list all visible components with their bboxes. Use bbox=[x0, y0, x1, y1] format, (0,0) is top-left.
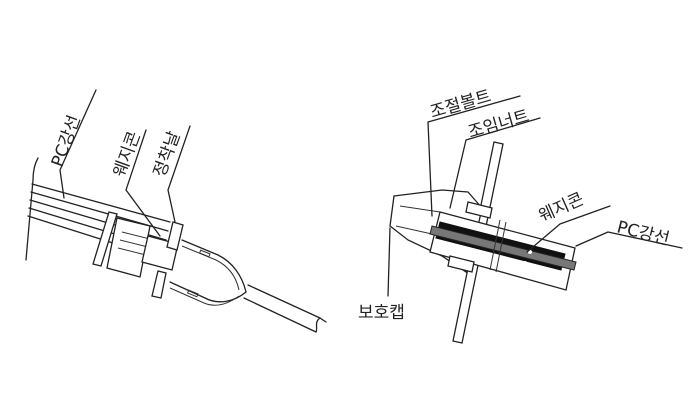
joint-nut-bottom bbox=[447, 255, 475, 273]
break-mark bbox=[315, 317, 327, 333]
label-adjust-bolt: 조절볼트 bbox=[428, 86, 494, 122]
label-wedge-cone-left: 웨지콘 bbox=[110, 129, 145, 180]
leader-joint-nut bbox=[449, 117, 541, 209]
duct-upper bbox=[181, 239, 247, 293]
anchor-wall-line bbox=[25, 157, 39, 261]
wedge-body bbox=[106, 217, 151, 278]
tendon-lower bbox=[243, 297, 317, 333]
label-fixing-plate: 정착날 bbox=[150, 128, 185, 179]
label-pc-strand-left: PC강선 bbox=[48, 113, 85, 170]
label-joint-nut: 조임너트 bbox=[466, 106, 532, 142]
leader-strand bbox=[59, 89, 97, 199]
leader-pc-strand-right bbox=[575, 231, 683, 249]
fixing-plate-top bbox=[166, 221, 184, 251]
leader-wedge-cone bbox=[125, 129, 161, 237]
label-protective-cap: 보호캡 bbox=[358, 303, 405, 323]
tendon-upper bbox=[247, 284, 321, 319]
left-anchorage-assembly: PC강선 웨지콘 정착날 bbox=[25, 89, 327, 333]
bearing-plate bbox=[92, 211, 118, 267]
leader-fixing-plate bbox=[167, 125, 191, 223]
joint-nut-top bbox=[465, 201, 493, 219]
leader-protective-cap bbox=[387, 227, 391, 297]
fixing-plate-bottom bbox=[151, 270, 167, 299]
pc-strand-core bbox=[429, 225, 577, 271]
leader-adjust-bolt bbox=[427, 95, 521, 217]
duct-lower bbox=[169, 281, 247, 303]
leader-wedge-cone-right bbox=[526, 205, 611, 253]
label-wedge-cone-right: 웨지콘 bbox=[536, 189, 587, 226]
right-anchorage-assembly: 조절볼트 조임너트 웨지콘 PC강선 보호캡 bbox=[358, 86, 683, 344]
label-pc-strand-right: PC강선 bbox=[615, 217, 672, 249]
